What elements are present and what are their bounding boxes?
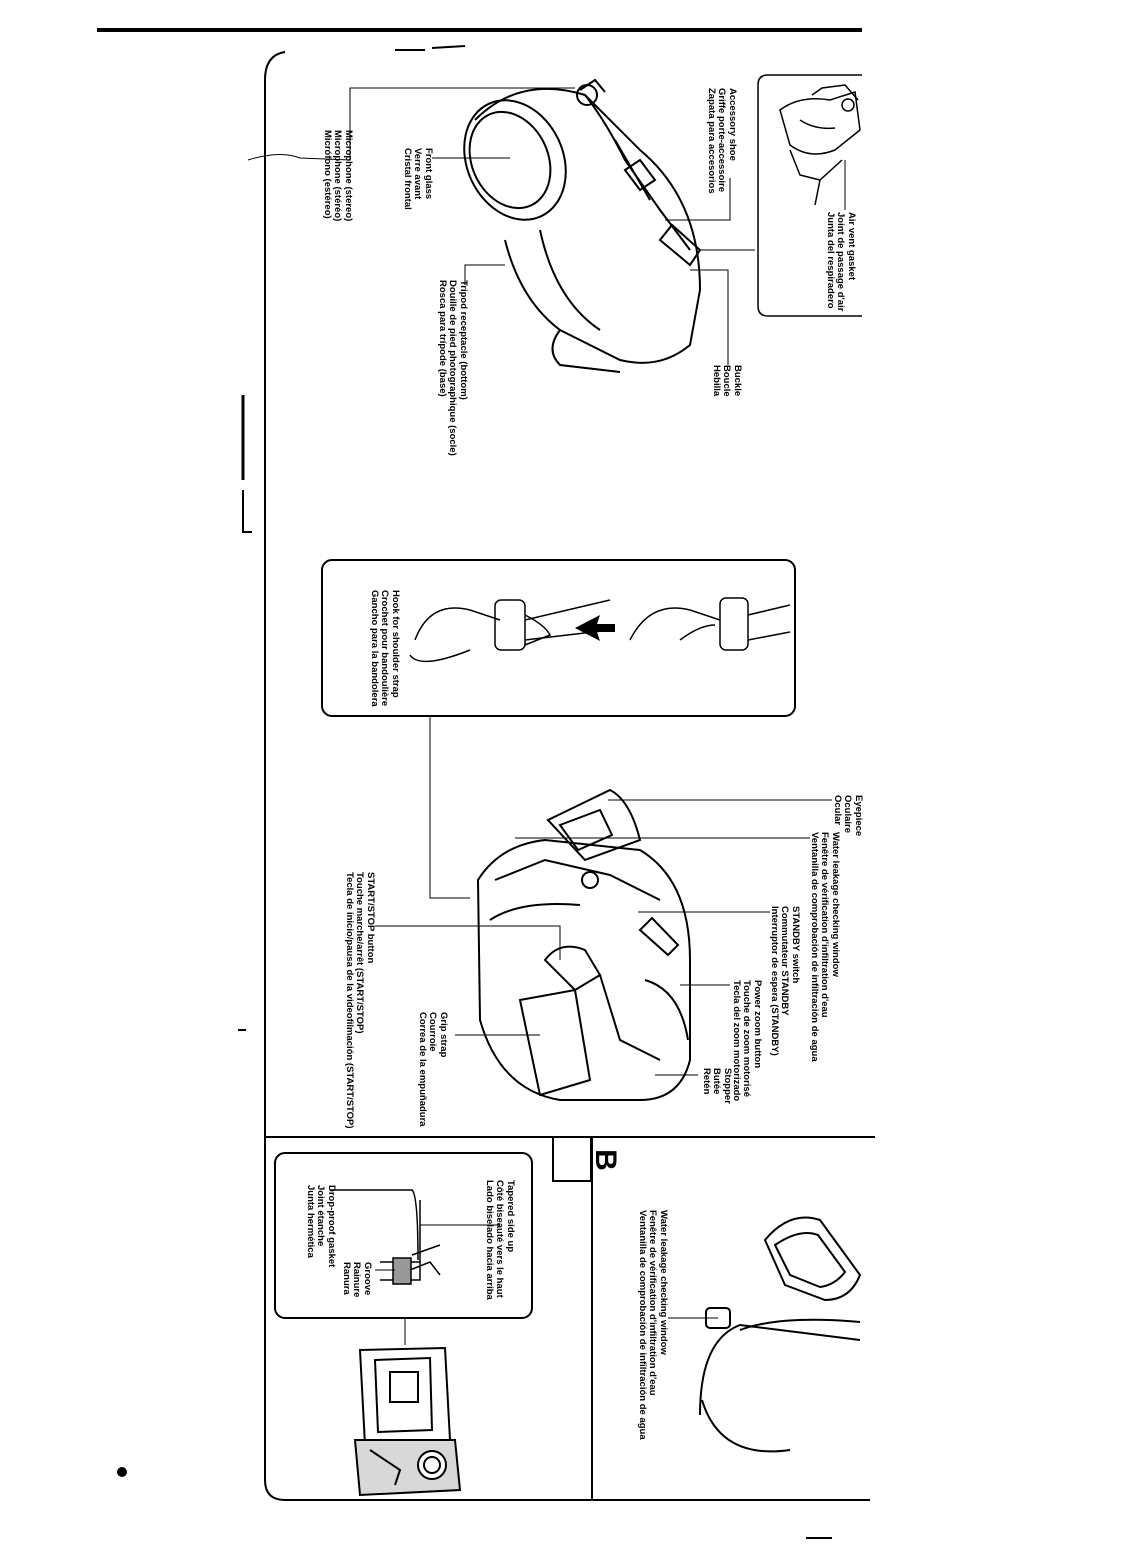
main-frame — [264, 51, 870, 1501]
label-stopper: Stopper Butée Retén — [701, 1068, 733, 1104]
label-front-glass: Front glass Verre avant Cristal frontal — [402, 148, 434, 210]
label-air-vent-gasket: Air vent gasket Joint de passage d'air J… — [825, 212, 857, 312]
camera-open-drawing — [353, 1346, 462, 1497]
section-b-box — [552, 1136, 592, 1182]
label-microphone: Microphone (stereo) Microphone (stéréo) … — [322, 130, 354, 222]
leader-start-stop — [375, 925, 561, 960]
camera-rear-drawing — [476, 788, 691, 1101]
camera-eyepiece-drawing — [699, 1216, 862, 1453]
leader-buckle — [690, 269, 729, 365]
camera-front-drawing — [463, 78, 702, 373]
label-eyepiece: Eyepiece Oculaire Ocular — [832, 795, 864, 837]
label-water-leakage-window: Water leakage checking window Fenêtre de… — [809, 832, 841, 1062]
inset-hook-box — [321, 559, 796, 717]
label-groove: Groove Rainure Ranura — [341, 1262, 373, 1298]
label-drop-proof-gasket: Drop-proof gasket Joint étanche Junta he… — [305, 1185, 337, 1268]
label-power-zoom: Power zoom button Touche de zoom motoris… — [731, 980, 763, 1102]
label-tripod-receptacle: Tripod receptacle (bottom) Douille de pi… — [437, 280, 469, 456]
inset-gasket-box — [274, 1152, 533, 1319]
label-accessory-shoe: Accessory shoe Griffe porte-accessoire Z… — [706, 88, 738, 194]
label-start-stop: START/STOP button Touche marche/arrêt (S… — [344, 872, 376, 1129]
leader-accessory-shoe — [665, 178, 731, 221]
air-vent-detail-drawing — [779, 84, 861, 206]
label-grip-strap: Grip strap Courroie Correa de la empuñad… — [417, 1012, 449, 1127]
label-buckle: Buckle Boucle Hebilla — [711, 365, 743, 397]
label-tapered-side: Tapered side up Côté biseauté vers le ha… — [484, 1180, 516, 1300]
label-standby-switch: STANDBY switch Commutateur STANDBY Inter… — [769, 906, 801, 1056]
label-water-leakage-window-b: Water leakage checking window Fenêtre de… — [637, 1210, 669, 1440]
section-letter-b: B — [588, 1149, 622, 1171]
leader-microphone — [247, 87, 575, 161]
top-dash-2 — [431, 45, 466, 49]
ink-spot — [117, 1467, 127, 1477]
leader-hook — [429, 716, 470, 899]
leader-tripod — [464, 264, 505, 285]
margin-mark-2 — [242, 490, 252, 533]
inset-air-vent-box — [757, 74, 862, 317]
label-hook-shoulder-strap: Hook for shoulder strap Crochet pour ban… — [369, 590, 401, 707]
arrow-icon — [575, 615, 615, 641]
gasket-detail-drawing — [330, 1189, 441, 1285]
